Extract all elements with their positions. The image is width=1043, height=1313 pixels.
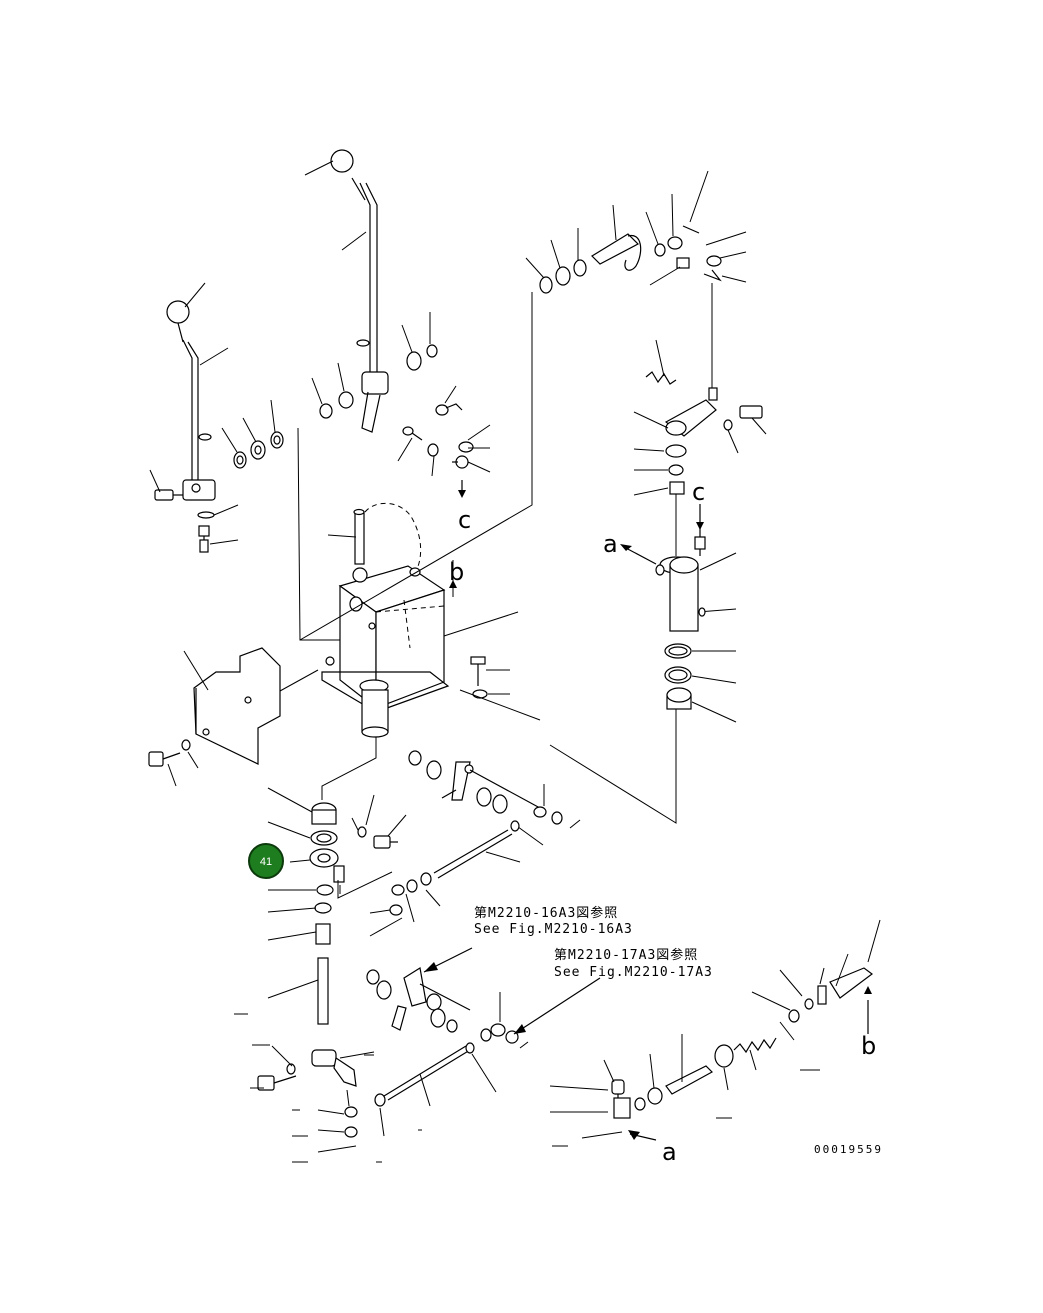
reference-16a3-en: See Fig.M2210-16A3 <box>474 922 633 937</box>
lower-left-column <box>234 737 441 1163</box>
drawing-number: 00019559 <box>814 1143 883 1156</box>
label-b-upper: b <box>449 558 464 586</box>
middle-linkage-lower <box>366 947 601 1137</box>
label-c-upper: c <box>458 506 471 534</box>
reference-16a3-jp: 第M2210-16A3図参照 <box>474 905 618 921</box>
left-lever-assembly <box>149 282 345 641</box>
part-41-highlight[interactable]: 41 <box>248 843 284 879</box>
middle-linkage-upper <box>408 750 581 886</box>
center-lever-assembly: c <box>304 149 491 534</box>
label-a-right: a <box>603 530 618 558</box>
right-column-assembly: c a <box>549 339 767 824</box>
bracket-plate <box>148 647 319 787</box>
label-a-lower: a <box>662 1138 677 1166</box>
lower-right-shaft: b a <box>549 919 881 1166</box>
label-b-lower: b <box>861 1032 876 1060</box>
part-number-label: 41 <box>260 856 272 868</box>
label-c-right: c <box>692 478 705 506</box>
reference-17a3-en: See Fig.M2210-17A3 <box>554 965 713 980</box>
upper-right-shaft-assembly <box>299 170 747 641</box>
reference-17a3-jp: 第M2210-17A3図参照 <box>554 947 698 963</box>
control-box: b <box>321 502 541 738</box>
